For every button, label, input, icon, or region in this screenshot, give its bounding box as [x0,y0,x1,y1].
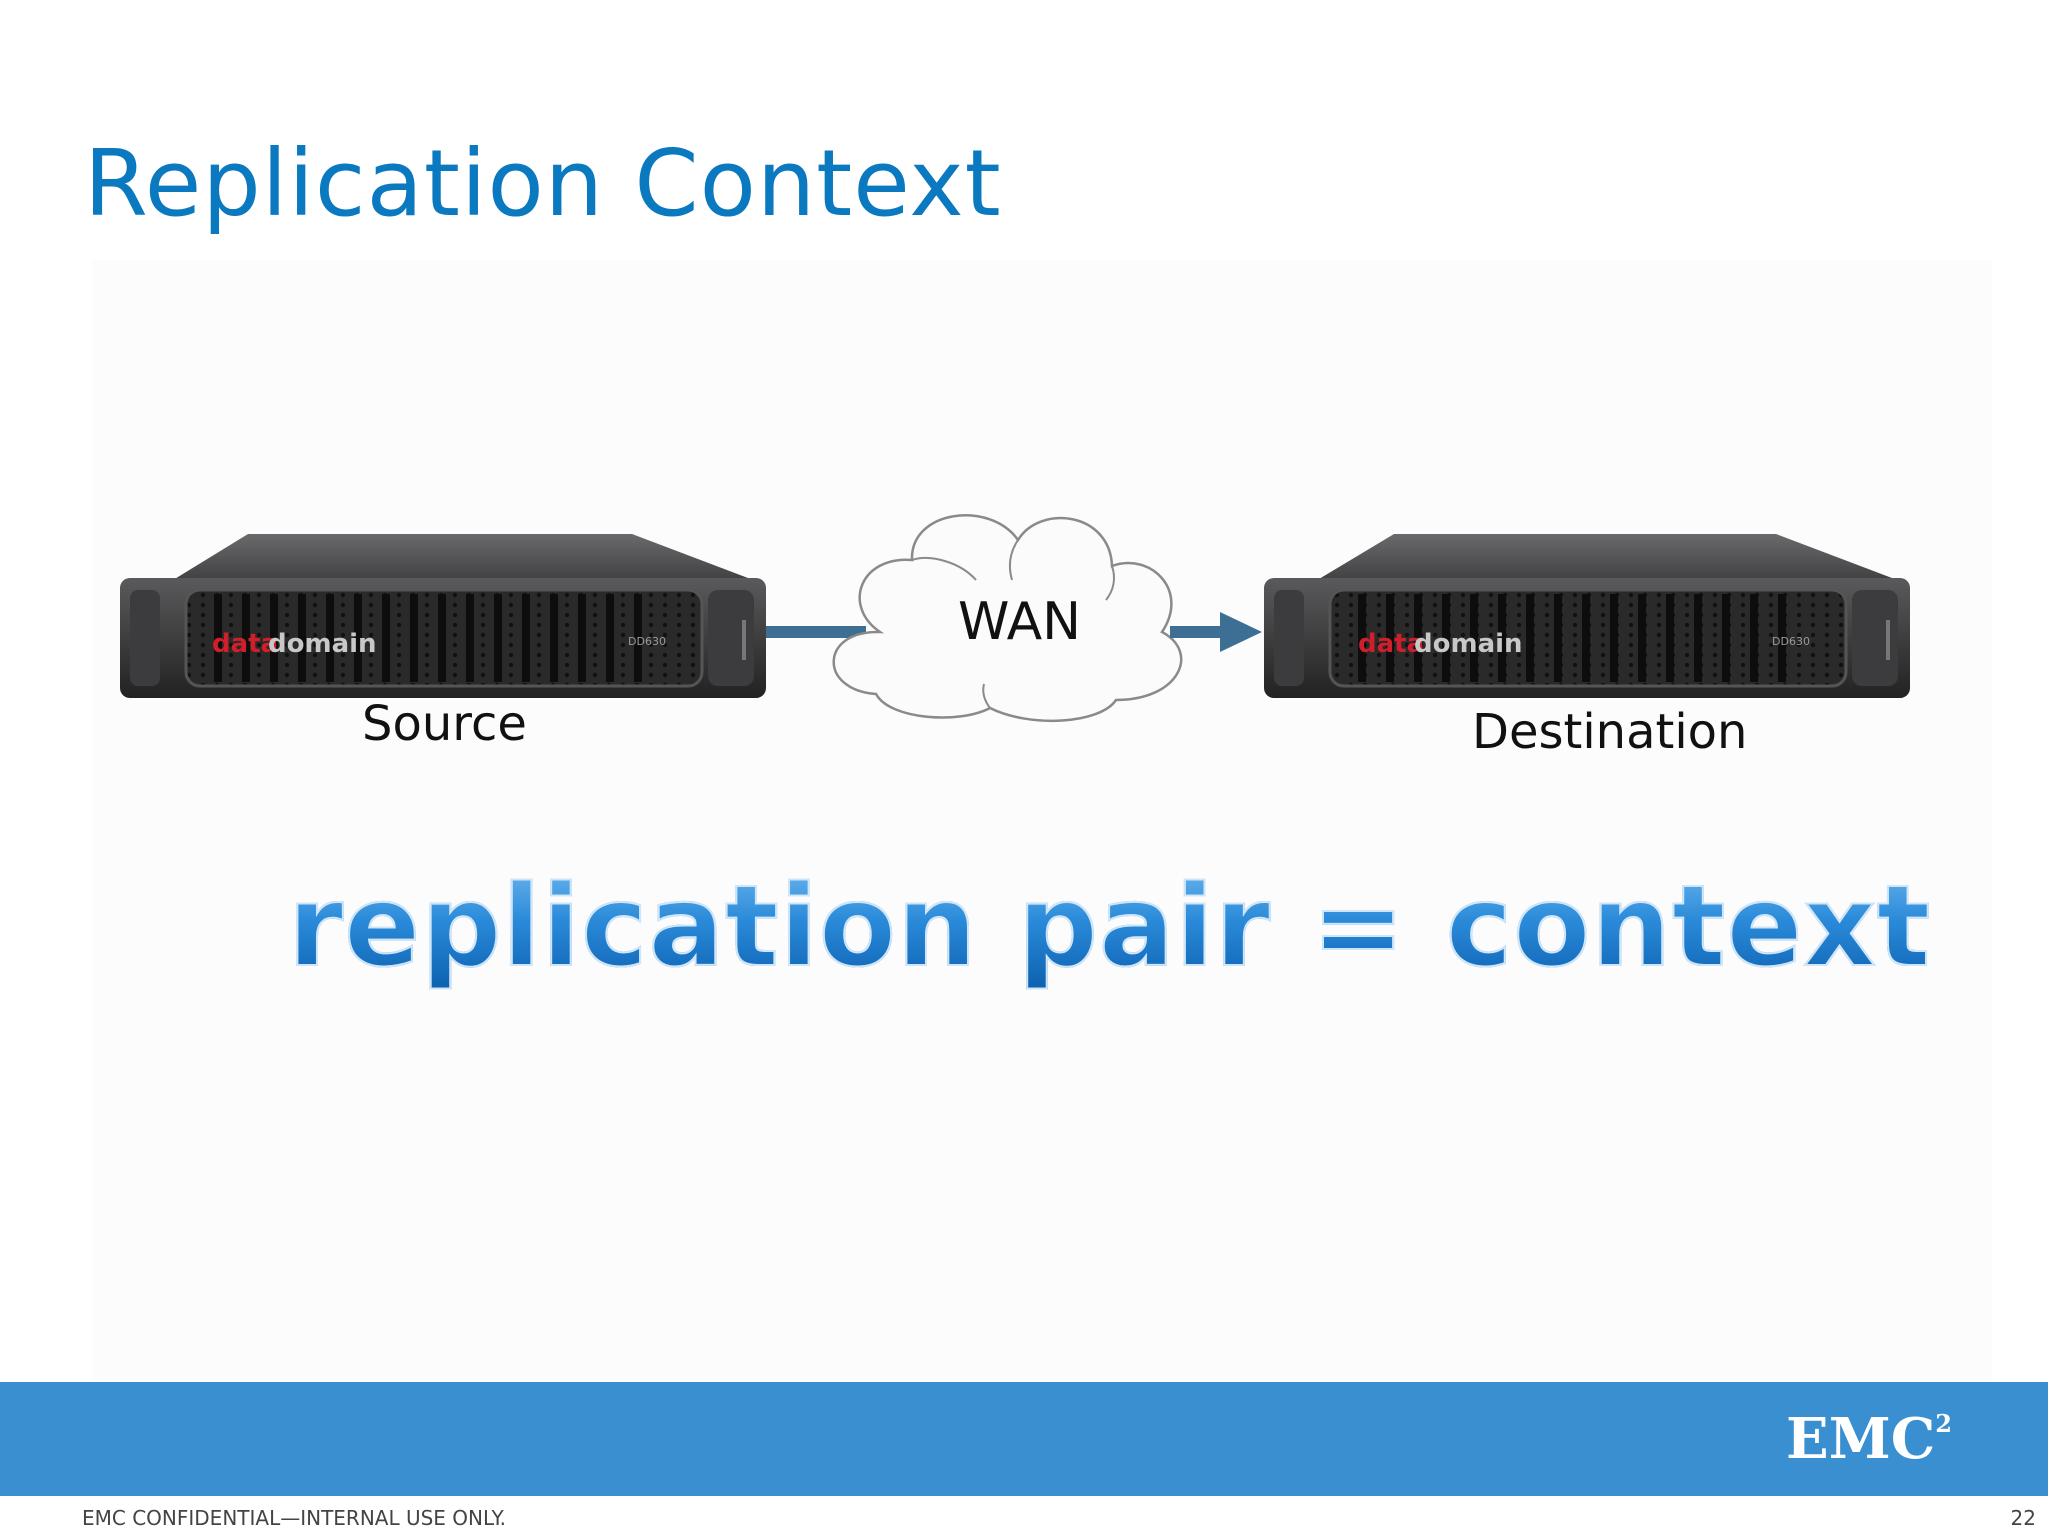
svg-text:domain: domain [1414,629,1523,659]
emc-logo-sup: 2 [1935,1409,1952,1439]
page-number: 22 [2010,1506,2036,1530]
link-line [766,626,866,638]
source-label: Source [362,696,527,752]
footer-bar: EMC2 [0,1382,2048,1496]
emc-logo-text: EMC [1786,1406,1936,1472]
svg-text:data: data [1358,629,1424,659]
source-device-icon: data domain DD630 [120,534,766,698]
emc-logo: EMC2 [1786,1406,1952,1472]
confidential-notice: EMC CONFIDENTIAL—INTERNAL USE ONLY. [82,1506,507,1530]
wan-cloud-icon [832,514,1183,723]
arrow-to-destination [1170,612,1262,652]
svg-text:DD630: DD630 [1772,635,1810,648]
slide-title: Replication Context [84,130,1002,237]
destination-device-icon: data domain DD630 [1264,534,1910,698]
svg-text:data: data [212,629,278,659]
headline-text: replication pair = context [287,861,1932,993]
svg-text:DD630: DD630 [628,635,666,648]
content-panel [92,260,1992,1380]
destination-label: Destination [1472,704,1748,760]
svg-text:domain: domain [268,629,377,659]
wan-label: WAN [958,592,1082,652]
